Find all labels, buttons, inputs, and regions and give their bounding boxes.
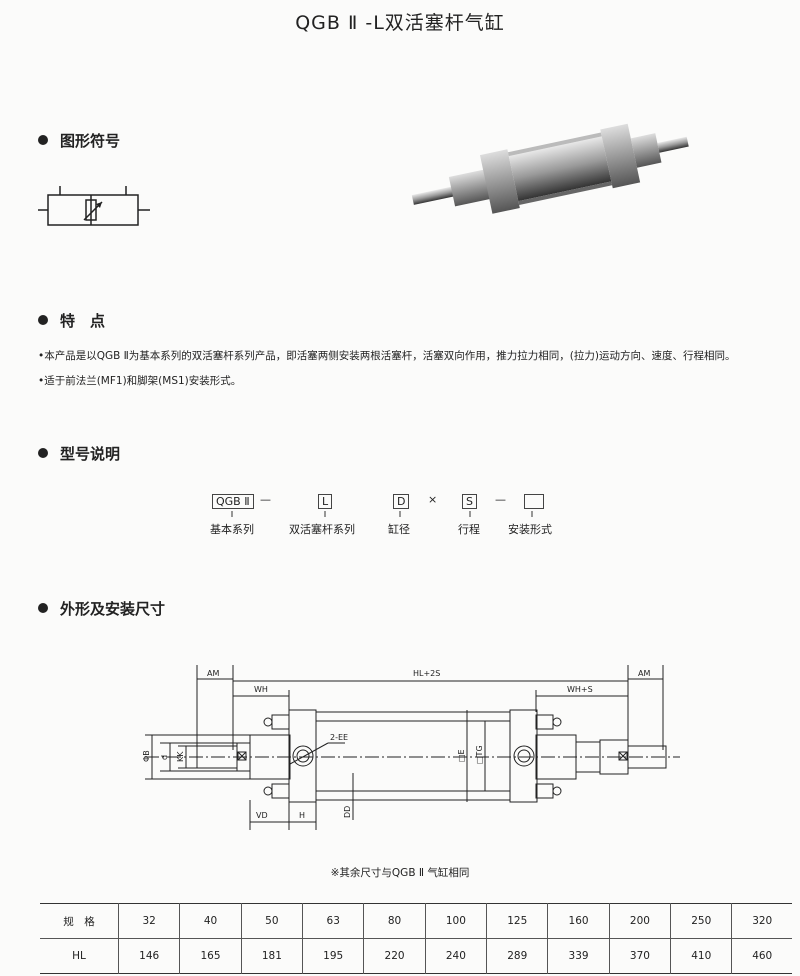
model-box-mount [524,494,544,509]
feature-item: •适于前法兰(MF1)和脚架(MS1)安装形式。 [38,375,242,387]
model-tick-marks [231,511,533,517]
table-cell: 80 [363,903,426,939]
table-row: 规 格 32 40 50 63 80 100 125 160 200 250 3… [40,903,792,939]
section-features: 特 点 [38,310,105,331]
cylinder-photo [411,123,689,214]
label-vd: VD [256,811,268,820]
bullet-icon [38,448,48,458]
bullet-icon [38,315,48,325]
section-dimensions-label: 外形及安装尺寸 [60,600,166,618]
page-title: QGB Ⅱ -L双活塞杆气缸 [295,12,505,34]
separator: × [428,493,438,506]
table-cell: 460 [731,938,792,974]
dimension-note: ※其余尺寸与QGB Ⅱ 气缸相同 [330,867,470,879]
label-dd: DD [343,806,352,818]
table-cell: 125 [486,903,548,939]
section-symbol: 图形符号 [38,130,120,151]
label-wh: WH [254,685,268,694]
row-header: HL [72,950,86,962]
bullet-icon [38,603,48,613]
table-cell: 195 [302,938,364,974]
bullet-icon [38,135,48,145]
table-cell: 410 [670,938,732,974]
table-cell: 250 [670,903,732,939]
section-model-label: 型号说明 [60,445,121,463]
table-cell: 220 [363,938,426,974]
table-cell: 100 [424,903,487,939]
table-cell: 200 [608,903,671,939]
table-cell: 63 [302,903,364,939]
model-label: 基本系列 [210,523,254,536]
table-cell: 320 [731,903,792,939]
model-label: 双活塞杆系列 [289,523,355,536]
label-2-ee: 2-EE [330,733,348,742]
label-am-left: AM [207,669,219,678]
table-cell: 289 [486,938,548,974]
table-cell: 370 [608,938,671,974]
model-label: 安装形式 [508,523,552,536]
row-header: 规 格 [63,915,95,928]
section-model: 型号说明 [38,443,120,464]
label-d: d [160,755,169,760]
dimension-drawing: AM HL+2S WH WH+S AM 2-EE VD H ΦB d KK □E… [142,665,680,830]
model-box-l: L [318,494,333,509]
separator: — [495,493,506,506]
section-features-label: 特 点 [60,312,106,330]
table-cell: 32 [117,903,180,939]
label-tg: □TG [475,745,484,764]
table-cell: 40 [179,903,242,939]
label-wh-s: WH+S [567,685,593,694]
section-dimensions: 外形及安装尺寸 [38,598,165,619]
label-phi-b: ΦB [142,750,151,762]
table-cell: 50 [240,903,303,939]
table-cell: 240 [424,938,487,974]
model-label: 缸径 [388,523,410,536]
label-h: H [299,811,305,820]
label-kk: KK [176,751,185,762]
label-am-right: AM [638,669,650,678]
label-hl-2s: HL+2S [413,669,440,678]
pneumatic-symbol-icon [38,186,150,226]
table-cell: 339 [547,938,610,974]
label-e: □E [457,749,466,762]
table-row: HL 146 165 181 195 220 240 289 339 370 4… [40,938,792,974]
separator: — [260,493,271,506]
feature-item: •本产品是以QGB Ⅱ为基本系列的双活塞杆系列产品，即活塞两侧安装两根活塞杆，活… [38,350,736,362]
table-cell: 146 [117,938,180,974]
table-cell: 160 [547,903,610,939]
model-label: 行程 [458,523,480,536]
section-symbol-label: 图形符号 [60,132,121,150]
model-box-s: S [462,494,477,509]
hl-dimension-table: 规 格 32 40 50 63 80 100 125 160 200 250 3… [40,903,792,974]
model-box-series: QGB Ⅱ [212,494,254,509]
model-box-d: D [393,494,410,509]
table-cell: 181 [240,938,303,974]
table-cell: 165 [179,938,242,974]
